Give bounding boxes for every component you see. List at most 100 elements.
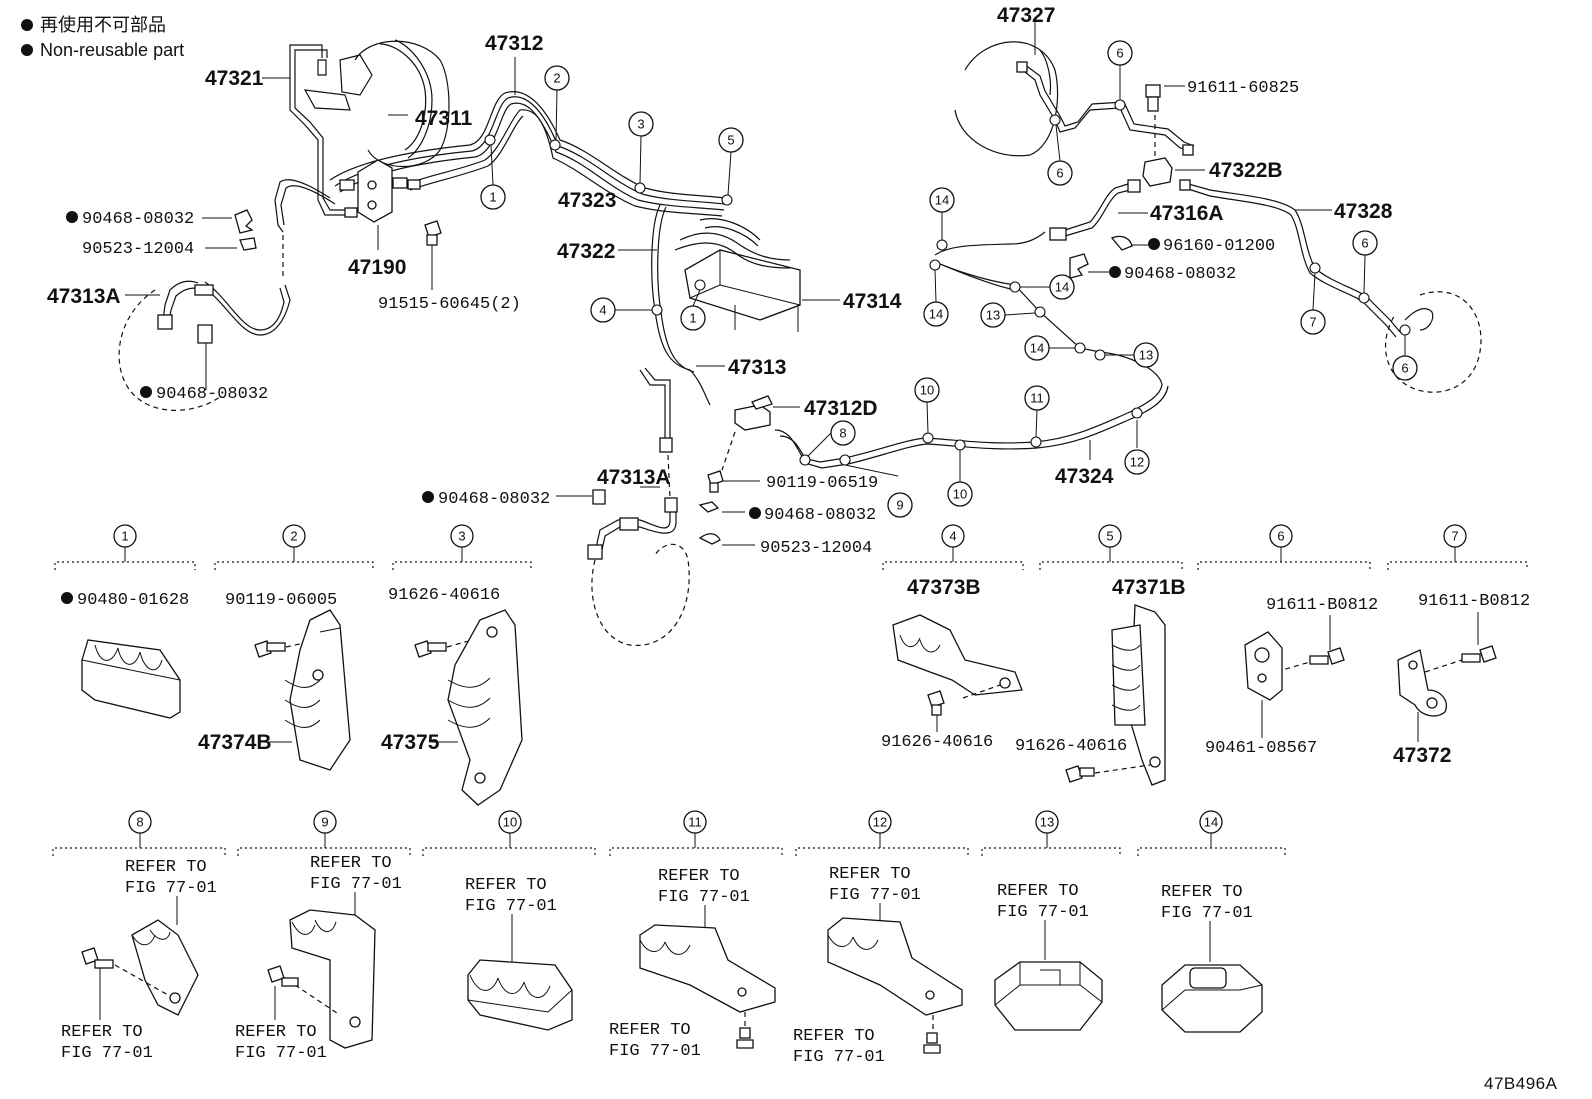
d8-refer-top-2: FIG 77-01 <box>125 879 217 898</box>
detail-10: 10 REFER TO FIG 77-01 <box>422 810 596 1031</box>
svg-text:13: 13 <box>1139 348 1153 363</box>
callout-11: 11 <box>1024 385 1050 411</box>
svg-text:14: 14 <box>929 307 943 322</box>
svg-text:5: 5 <box>1106 529 1113 544</box>
svg-text:10: 10 <box>503 815 517 830</box>
d9-refer-top-2: FIG 77-01 <box>310 875 402 894</box>
non-reusable-bullet-icon <box>140 386 152 398</box>
d3-part-label: 47375 <box>381 731 440 754</box>
svg-text:4: 4 <box>949 529 956 544</box>
clip-96160-icon <box>1069 235 1148 279</box>
detail-11: 11 REFER TO FIG 77-01 REFER TO FIG 77-01 <box>609 810 783 1061</box>
d12-refer-bot-2: FIG 77-01 <box>793 1048 885 1067</box>
d8-refer-bot-1: REFER TO <box>61 1023 143 1042</box>
svg-text:6: 6 <box>1277 529 1284 544</box>
detail-3: 3 91626-40616 47375 <box>381 524 532 806</box>
d1-part-label: 90480-01628 <box>77 591 189 610</box>
svg-text:12: 12 <box>873 815 887 830</box>
d11-refer-top-2: FIG 77-01 <box>658 888 750 907</box>
svg-text:14: 14 <box>1055 280 1069 295</box>
pipe-clip-markers <box>484 99 1411 466</box>
d4-bolt-label: 91626-40616 <box>881 733 993 752</box>
callout-10b: 10 <box>947 481 973 507</box>
callout-9: 9 <box>887 492 913 518</box>
svg-text:10: 10 <box>953 487 967 502</box>
detail-8: 8 REFER TO FIG 77-01 REFER TO FIG 77-01 <box>52 810 226 1063</box>
callout-3: 3 <box>628 111 654 137</box>
d9-refer-bot-2: FIG 77-01 <box>235 1044 327 1063</box>
label-47313A-center: 47313A <box>597 466 671 489</box>
clip-90468-left-icon <box>202 209 257 251</box>
callout-14c: 14 <box>1049 274 1075 300</box>
detail-1: 1 90480-01628 <box>54 524 196 719</box>
label-90523-12004-a: 90523-12004 <box>82 240 194 259</box>
flex-hose-47313A-left <box>118 280 291 411</box>
main-callouts: 1 2 3 5 4 1 8 9 10 10 11 12 13 13 14 14 … <box>480 40 1418 518</box>
d7-bolt-label: 91611-B0812 <box>1418 592 1530 611</box>
pipe-47328 <box>1179 179 1482 393</box>
d6-bolt-icon <box>1267 647 1345 675</box>
svg-text:14: 14 <box>1030 341 1044 356</box>
non-reusable-bullet-icon <box>1148 238 1160 250</box>
non-reusable-bullet-icon <box>61 592 73 604</box>
callout-6c: 6 <box>1352 230 1378 256</box>
d12-bracket-illustration <box>827 917 963 1054</box>
d14-refer-top-1: REFER TO <box>1161 883 1243 902</box>
svg-text:10: 10 <box>920 383 934 398</box>
d12-refer-top-2: FIG 77-01 <box>829 886 921 905</box>
d11-bracket-illustration <box>639 924 776 1049</box>
d6-part-label: 90461-08567 <box>1205 739 1317 758</box>
svg-text:8: 8 <box>839 426 846 441</box>
svg-text:2: 2 <box>553 71 560 86</box>
non-reusable-bullet-icon <box>1109 266 1121 278</box>
callout-2: 2 <box>544 65 570 91</box>
figure-code: 47B496A <box>1484 1074 1558 1093</box>
label-47322B: 47322B <box>1209 159 1283 182</box>
legend-english-text: Non-reusable part <box>40 40 184 60</box>
clip-90468-center-icon <box>698 501 755 546</box>
svg-text:7: 7 <box>1451 529 1458 544</box>
label-90523-12004-b: 90523-12004 <box>760 539 872 558</box>
callout-7: 7 <box>1300 309 1326 335</box>
label-91611-60825: 91611-60825 <box>1187 79 1299 98</box>
d10-clip-illustration <box>467 959 573 1031</box>
label-90468-08032-c: 90468-08032 <box>764 506 876 525</box>
svg-text:6: 6 <box>1056 166 1063 181</box>
callout-4: 4 <box>590 297 616 323</box>
d11-refer-bot-1: REFER TO <box>609 1021 691 1040</box>
label-47321: 47321 <box>205 67 264 90</box>
legend-japanese-text: 再使用不可部品 <box>40 15 166 35</box>
callout-13a: 13 <box>980 302 1006 328</box>
svg-text:3: 3 <box>458 529 465 544</box>
label-47323: 47323 <box>558 189 616 212</box>
d8-refer-top-1: REFER TO <box>125 858 207 877</box>
svg-text:14: 14 <box>935 193 949 208</box>
label-47190: 47190 <box>348 256 406 279</box>
d12-refer-top-1: REFER TO <box>829 865 911 884</box>
d11-refer-bot-2: FIG 77-01 <box>609 1042 701 1061</box>
d3-bolt-label: 91626-40616 <box>388 586 500 605</box>
label-91515-60645: 91515-60645(2) <box>378 295 521 314</box>
svg-text:2: 2 <box>290 529 297 544</box>
label-90468-08032-d: 90468-08032 <box>438 490 550 509</box>
d7-part-label: 47372 <box>1393 744 1451 767</box>
callout-6b: 6 <box>1047 160 1073 186</box>
label-90468-08032-e: 90468-08032 <box>1124 265 1236 284</box>
brake-booster-illustration <box>303 39 450 168</box>
callout-13b: 13 <box>1133 342 1159 368</box>
svg-text:6: 6 <box>1401 361 1408 376</box>
non-reusable-bullet-icon <box>21 44 33 56</box>
non-reusable-bullet-icon <box>422 491 434 503</box>
detail-6: 6 91611-B0812 90461-08567 <box>1197 524 1378 758</box>
callout-14d: 14 <box>1024 335 1050 361</box>
d13-clip-illustration <box>994 961 1103 1031</box>
label-47328: 47328 <box>1334 200 1393 223</box>
non-reusable-bullet-icon <box>21 19 33 31</box>
pipe-bundle-47312 <box>329 91 726 217</box>
label-90468-08032-a: 90468-08032 <box>82 210 194 229</box>
label-90119-06519: 90119-06519 <box>766 474 878 493</box>
svg-text:12: 12 <box>1130 455 1144 470</box>
d9-refer-bot-1: REFER TO <box>235 1023 317 1042</box>
d7-bolt-icon <box>1424 645 1497 673</box>
detail-2: 2 90119-06005 47374B <box>198 524 374 771</box>
